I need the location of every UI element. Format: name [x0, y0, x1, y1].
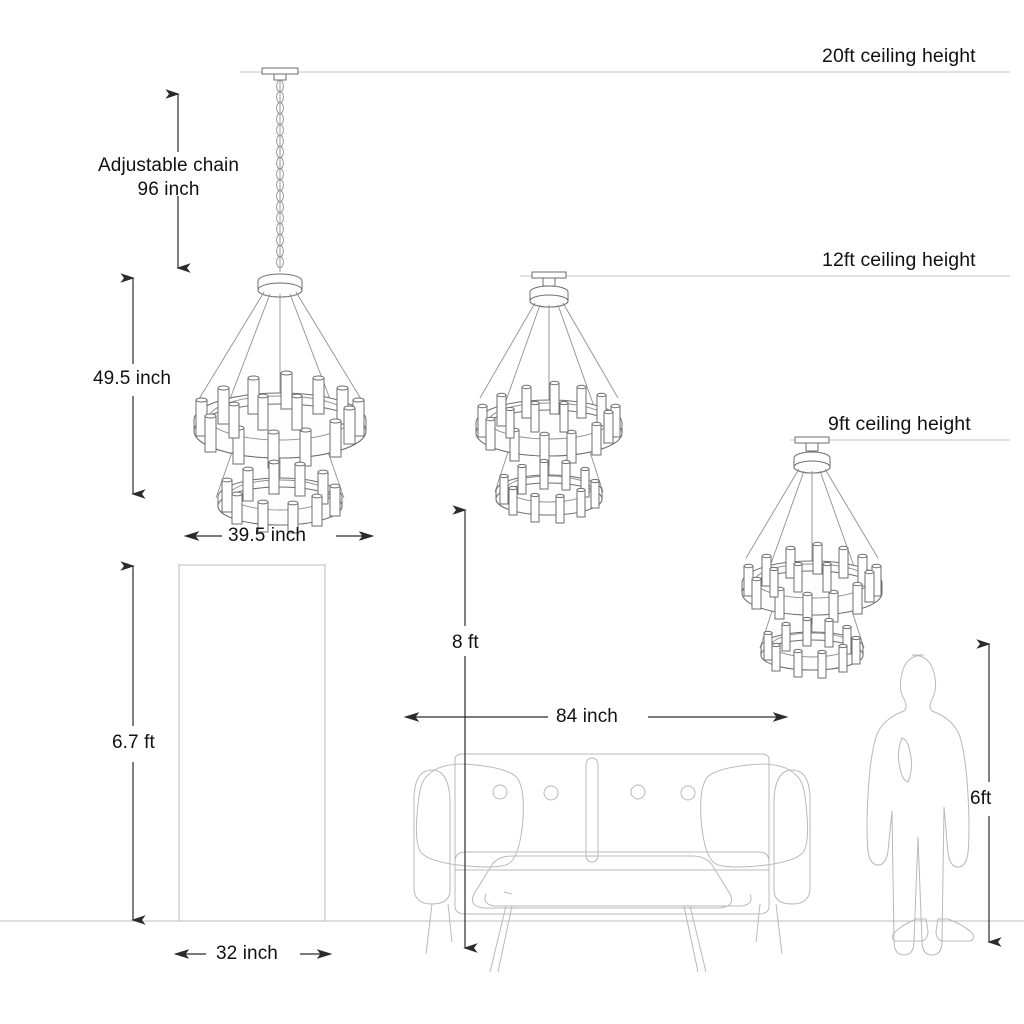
person-silhouette — [866, 654, 975, 956]
chandelier-medium — [475, 271, 623, 524]
hub-large — [257, 273, 303, 298]
coffee-table — [471, 855, 752, 973]
label-hanging-clearance: 8 ft — [452, 632, 479, 653]
rods-lower-large — [215, 451, 345, 499]
chandelier-small — [741, 436, 883, 679]
label-ceiling-12ft: 12ft ceiling height — [822, 249, 976, 271]
label-chain-line1: Adjustable chain — [98, 155, 240, 176]
label-fixture-height: 49.5 inch — [93, 368, 172, 389]
label-door-width: 32 inch — [216, 943, 278, 964]
pillow-left — [415, 763, 524, 868]
label-door-height: 6.7 ft — [112, 732, 155, 753]
ring-lower-large — [217, 477, 343, 526]
hub-small — [793, 451, 831, 474]
candles-upper-medium — [477, 380, 621, 466]
label-person-height: 6ft — [970, 788, 992, 809]
candles-upper-large — [195, 370, 365, 469]
candles-lower-medium — [499, 458, 600, 524]
candles-lower-large — [221, 459, 341, 534]
hub-medium — [529, 285, 569, 308]
rods-lower-small — [759, 610, 865, 649]
label-ceiling-20ft: 20ft ceiling height — [822, 45, 976, 67]
door-outline — [178, 564, 326, 922]
candles-upper-small — [743, 541, 882, 625]
sofa — [413, 753, 811, 955]
chandelier-large — [193, 67, 367, 534]
label-chain-line2: 96 inch — [137, 178, 200, 200]
label-sofa-width: 84 inch — [556, 706, 618, 727]
label-fixture-width: 39.5 inch — [228, 525, 307, 546]
candles-lower-small — [763, 616, 861, 679]
label-ceiling-9ft: 9ft ceiling height — [828, 413, 971, 435]
rods-lower-medium — [494, 451, 604, 493]
pillow-right — [700, 763, 809, 868]
chain-large — [276, 79, 284, 272]
label-adjustable-chain: Adjustable chain 96 inch — [98, 154, 239, 202]
